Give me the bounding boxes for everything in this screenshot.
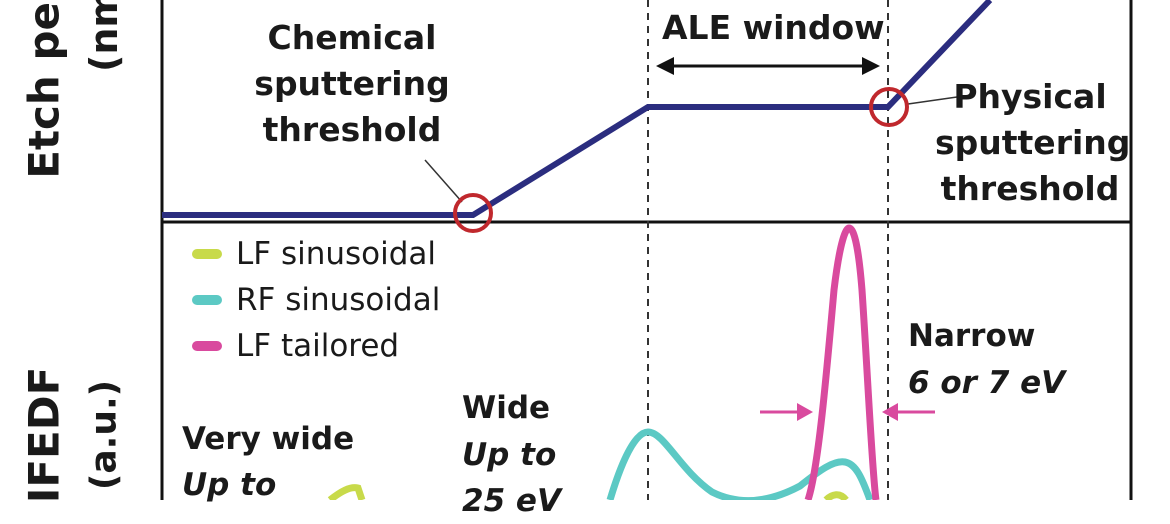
wide-value-line1: Up to bbox=[462, 437, 557, 473]
legend-item-lf-sinusoidal: LF sinusoidal bbox=[192, 236, 436, 272]
narrow-width-arrow-left bbox=[760, 403, 813, 421]
narrow-width-arrow-right bbox=[882, 403, 935, 421]
very-wide-label: Very wide bbox=[182, 421, 355, 457]
top-y-axis-label: Etch per bbox=[19, 0, 69, 179]
legend-item-rf-sinusoidal: RF sinusoidal bbox=[192, 282, 440, 318]
legend-item-lf-tailored: LF tailored bbox=[192, 328, 399, 364]
chemical-threshold-label: Chemical sputtering threshold bbox=[254, 18, 450, 149]
lf-sinusoidal-curve bbox=[327, 484, 366, 500]
etch-per-cycle-line bbox=[162, 0, 993, 218]
top-y-axis-unit: (nm bbox=[82, 0, 126, 73]
rf-sinusoidal-swatch bbox=[192, 295, 222, 305]
bottom-y-axis-label: IFEDF bbox=[19, 366, 69, 504]
diagram-canvas bbox=[160, 0, 1133, 500]
lf-tailored-swatch bbox=[192, 341, 222, 351]
lf-sinusoidal-curve-right bbox=[823, 491, 849, 500]
wide-label: Wide bbox=[462, 390, 551, 426]
lf-tailored-curve bbox=[804, 224, 880, 500]
physical-threshold-marker bbox=[869, 87, 909, 127]
bottom-y-axis-unit: (a.u.) bbox=[83, 379, 125, 491]
ale-window-label: ALE window bbox=[662, 8, 885, 47]
chemical-threshold-marker bbox=[453, 193, 493, 233]
physical-threshold-leader bbox=[907, 96, 958, 105]
chemical-threshold-leader bbox=[424, 159, 463, 203]
narrow-value: 6 or 7 eV bbox=[908, 365, 1066, 401]
legend-label: RF sinusoidal bbox=[236, 282, 441, 318]
lf-sinusoidal-swatch bbox=[192, 249, 222, 259]
legend-label: LF sinusoidal bbox=[236, 236, 437, 272]
narrow-label: Narrow bbox=[908, 318, 1036, 354]
physical-threshold-label: Physical sputtering threshold bbox=[935, 77, 1131, 208]
very-wide-value: Up to bbox=[182, 467, 277, 503]
ale-window-arrow bbox=[656, 57, 880, 75]
wide-value-line2: 25 eV bbox=[462, 483, 561, 519]
legend-label: LF tailored bbox=[236, 328, 400, 364]
